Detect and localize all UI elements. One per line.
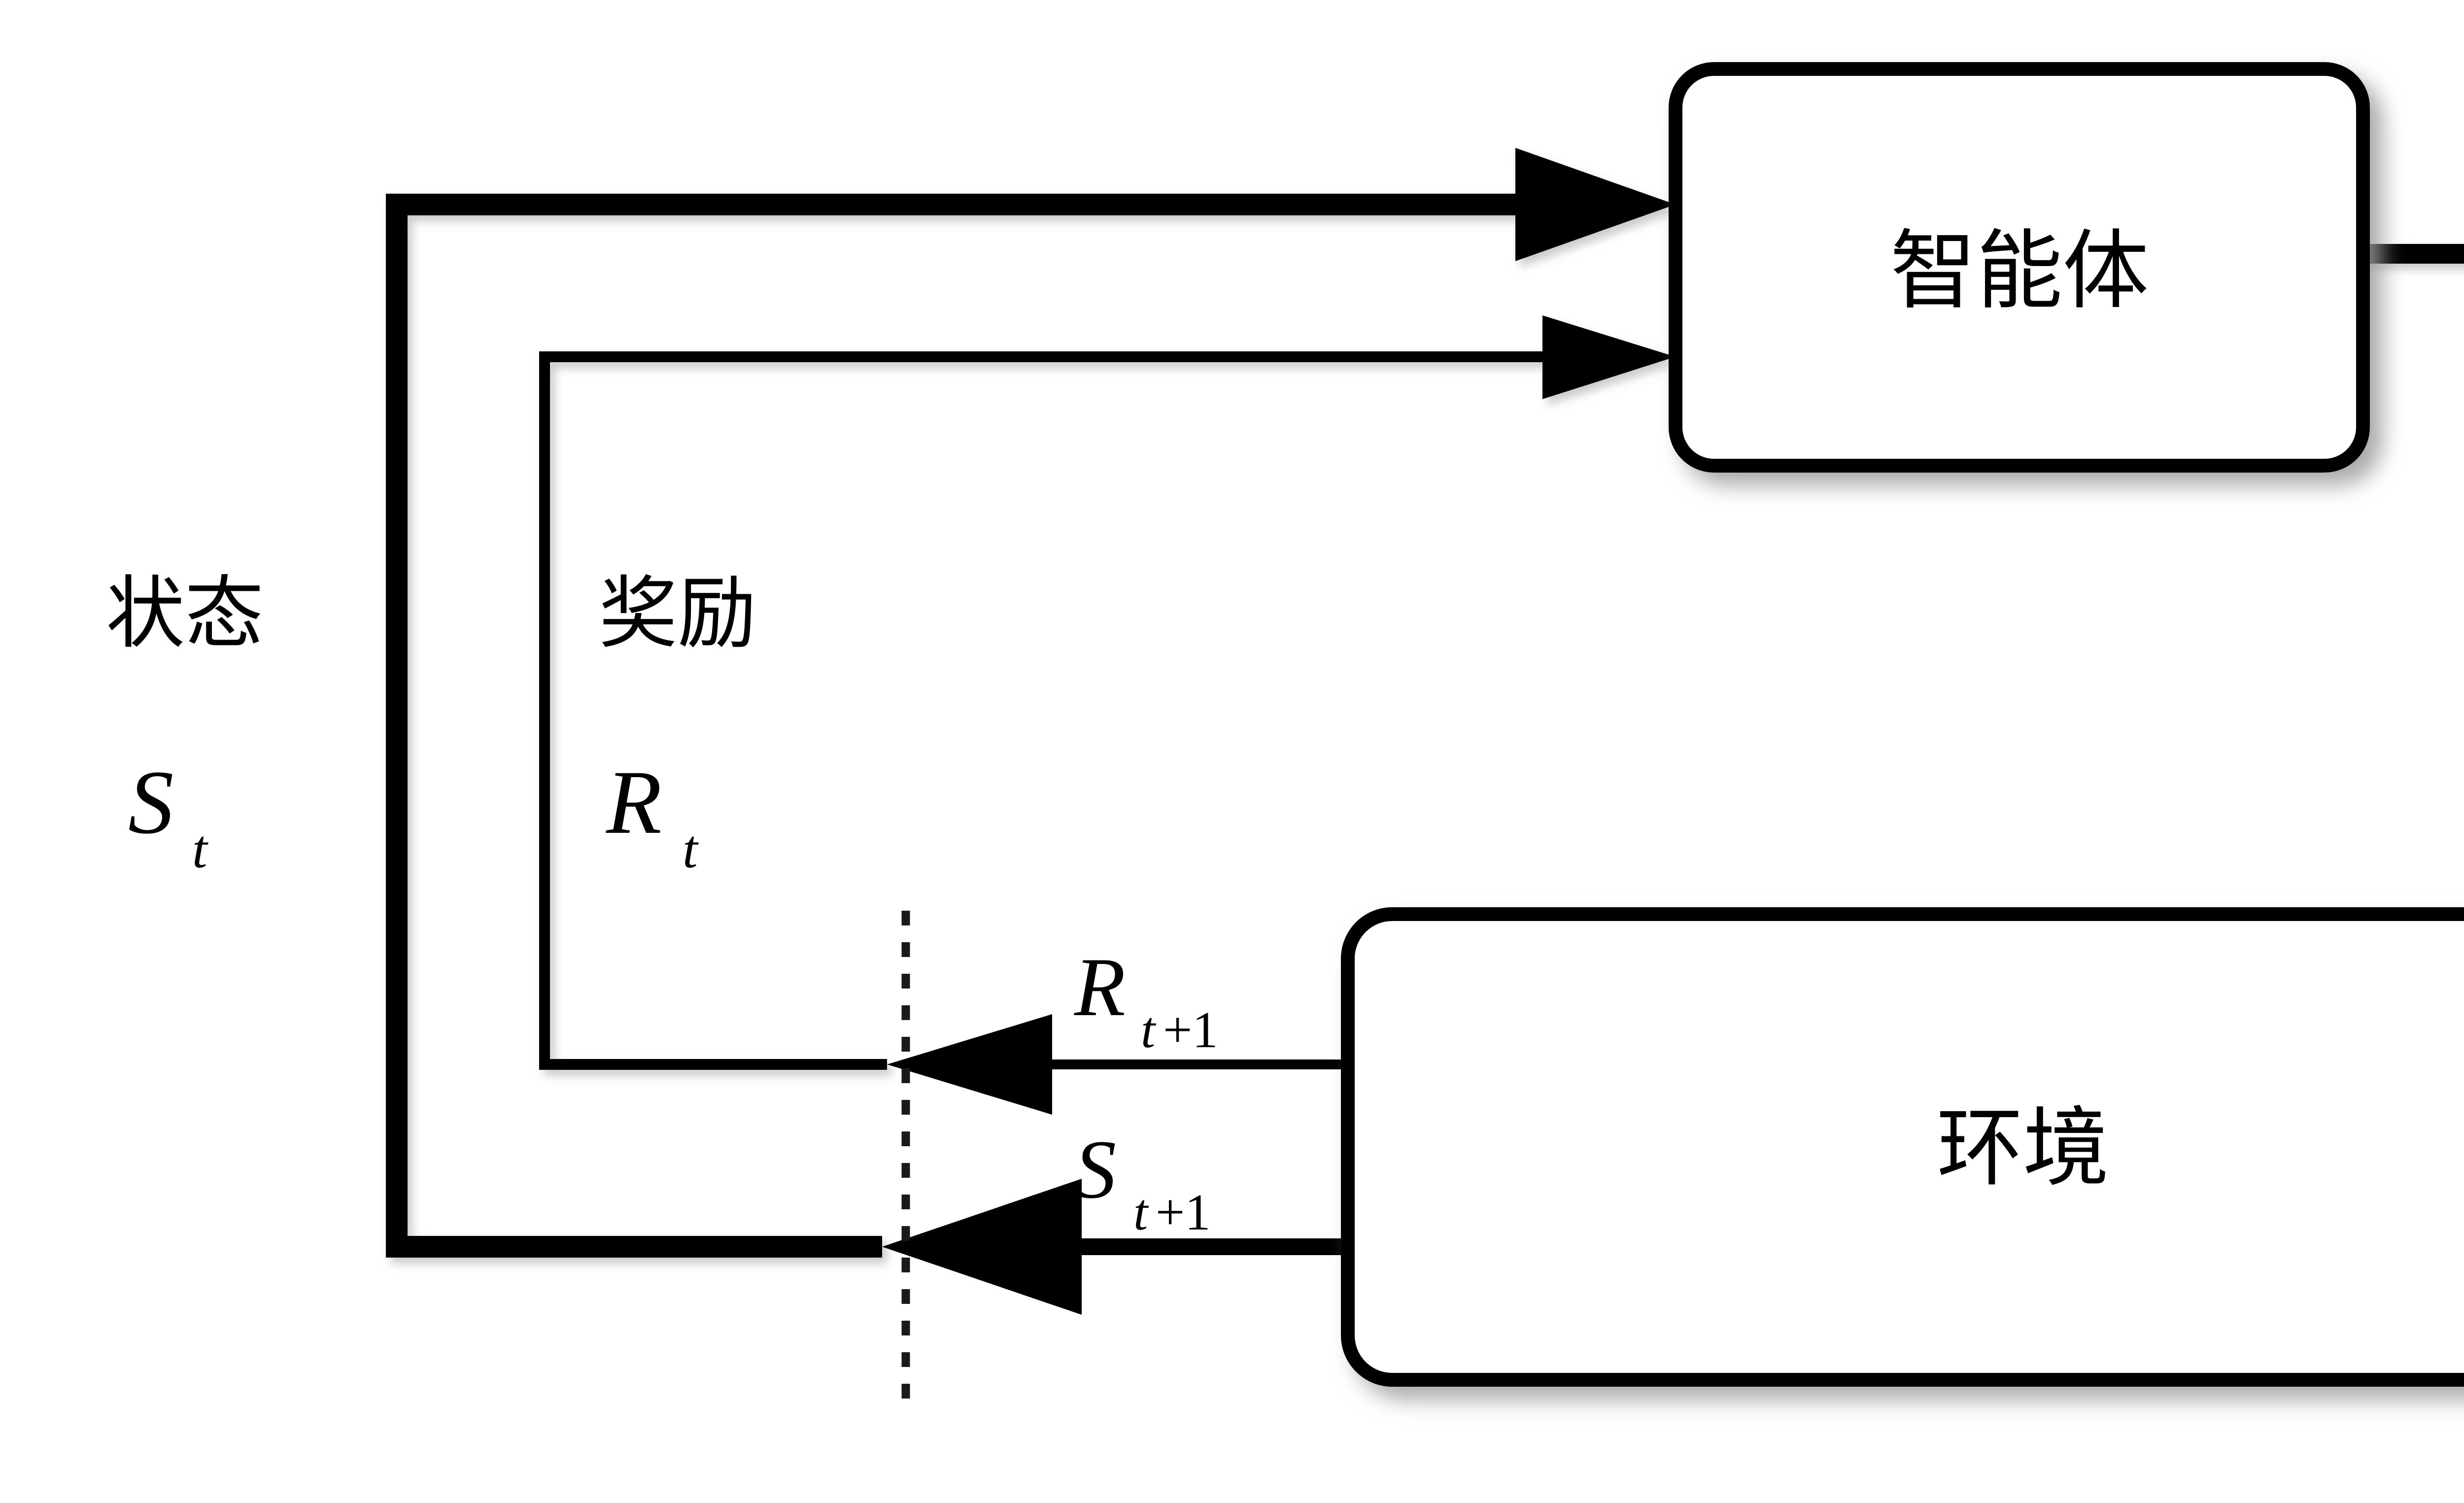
state-symbol-subscript: t <box>192 819 208 879</box>
reward-next-arrowhead <box>887 1014 1052 1115</box>
reward-symbol-subscript: t <box>683 819 699 879</box>
environment-node-box[interactable] <box>1341 907 2464 1387</box>
state-symbol: S <box>128 752 174 853</box>
reward-next-label-group: R t +1 <box>1074 941 1218 1059</box>
state-label-text: 状态 <box>106 570 264 658</box>
state-edge-path <box>386 148 1676 1258</box>
state-label-group: 状态 S t <box>106 570 264 879</box>
agent-node[interactable]: 智能体 <box>1669 62 2370 473</box>
environment-node-label: 环境 <box>1937 1101 2109 1196</box>
reward-next-edge <box>887 1014 1348 1115</box>
state-next-symbol: S <box>1074 1123 1116 1216</box>
reward-next-subscript-var: t <box>1141 1001 1157 1059</box>
state-next-subscript-var: t <box>1133 1183 1149 1241</box>
reward-edge-path <box>539 315 1676 1070</box>
state-next-edge <box>882 1179 1348 1315</box>
reward-symbol: R <box>606 752 662 853</box>
state-next-arrowhead <box>882 1179 1082 1315</box>
state-next-subscript-op: +1 <box>1156 1183 1211 1241</box>
reward-next-symbol: R <box>1074 941 1126 1033</box>
reward-arrowhead-into-agent <box>1542 315 1676 399</box>
state-edge-line <box>386 194 1523 1258</box>
state-next-label-group: S t +1 <box>1074 1123 1211 1241</box>
agent-node-label: 智能体 <box>1890 224 2149 319</box>
reward-edge-line <box>539 351 1547 1070</box>
environment-node[interactable]: 环境 <box>1341 907 2464 1387</box>
state-arrowhead-into-agent <box>1515 148 1676 261</box>
agent-node-box[interactable] <box>1669 62 2370 473</box>
reward-next-subscript-op: +1 <box>1163 1001 1218 1059</box>
reward-label-text: 奖励 <box>599 570 756 658</box>
reward-label-group: 奖励 R t <box>599 570 756 879</box>
